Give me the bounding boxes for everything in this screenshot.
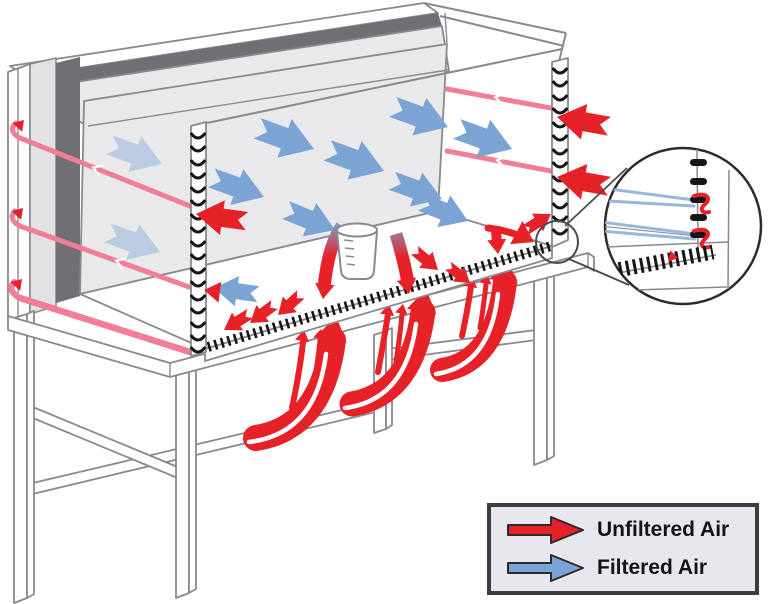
pink-line-left-2 <box>9 203 195 291</box>
left-shell-side <box>29 57 57 315</box>
swoosh-2 <box>339 286 441 417</box>
swoosh-3 <box>430 257 523 382</box>
legend-label-filtered: Filtered Air <box>597 556 708 580</box>
right-perforated-post <box>551 57 569 248</box>
stand-leg-front-right <box>533 269 555 466</box>
top-frame <box>201 2 567 125</box>
legend-item-filtered: Filtered Air <box>491 552 755 584</box>
detail-source-circle <box>535 220 579 264</box>
legend-label-unfiltered: Unfiltered Air <box>597 517 730 541</box>
magnifier-contents <box>605 148 730 292</box>
legend-item-unfiltered: Unfiltered Air <box>491 514 755 546</box>
pink-line-bottom <box>8 274 194 356</box>
hepa-filter-side-strip <box>56 57 80 303</box>
stand-leg-back-left <box>13 310 35 604</box>
pink-line-left-1 <box>9 115 193 209</box>
filtered-air-arrow-icon <box>507 554 584 583</box>
beaker-graduations <box>343 239 356 266</box>
magnifier-callout <box>535 146 763 306</box>
swoosh-1 <box>243 313 352 451</box>
unfiltered-air-streamlines <box>8 86 559 356</box>
unfiltered-air-swooshes <box>243 257 523 451</box>
pink-line-right-1 <box>444 86 559 112</box>
stand-leg-front-left <box>175 356 197 599</box>
pink-line-right-2 <box>444 148 559 175</box>
hepa-filter-top-stripe <box>26 13 442 89</box>
back-panel-seam <box>87 69 449 127</box>
beaker <box>336 222 378 280</box>
legend: Unfiltered Air Filtered Air <box>487 503 759 595</box>
left-perforated-post <box>190 121 207 357</box>
stand-back-stretcher <box>19 401 377 498</box>
unfiltered-air-arrow-icon <box>507 515 584 544</box>
front-perforated-grille <box>206 241 553 352</box>
